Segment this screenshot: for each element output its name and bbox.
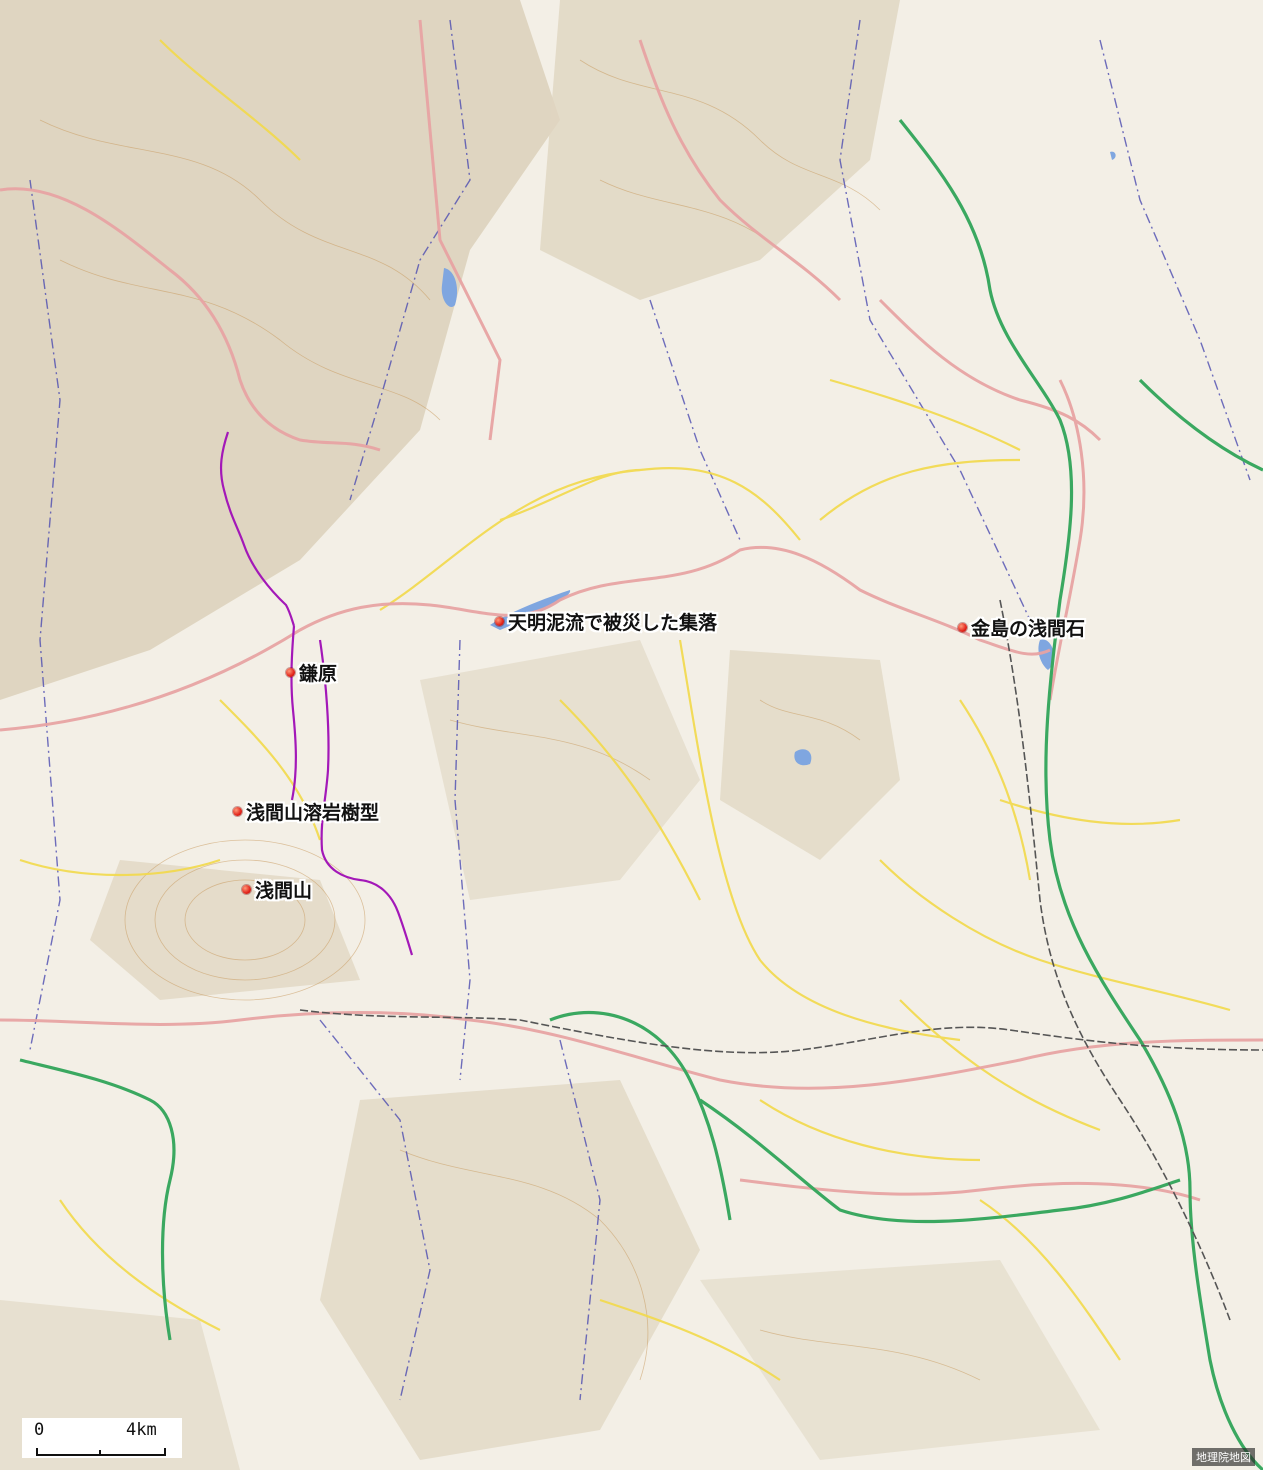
poi-kanbara[interactable]: 鎌原 bbox=[286, 659, 337, 686]
water-bodies bbox=[441, 151, 1116, 766]
poi-kanashima-asama-stone[interactable]: 金島の浅間石 bbox=[958, 614, 1085, 641]
poi-label: 天明泥流で被災した集落 bbox=[508, 612, 718, 634]
railways bbox=[299, 599, 1263, 1321]
poi-label: 金島の浅間石 bbox=[971, 618, 1086, 640]
poi-mount-asama[interactable]: 浅間山 bbox=[242, 876, 312, 903]
scale-zero-label: 0 bbox=[34, 1420, 45, 1440]
boundaries bbox=[29, 19, 1251, 1401]
map-attribution[interactable]: 地理院地図 bbox=[1192, 1448, 1255, 1466]
relief-shading bbox=[0, 0, 1100, 1470]
marker-pin-icon bbox=[233, 807, 242, 816]
poi-tenmei-mudflow-village[interactable]: 天明泥流で被災した集落 bbox=[495, 608, 717, 635]
marker-pin-icon bbox=[958, 623, 967, 632]
contour-lines bbox=[39, 59, 981, 1381]
scale-bar-tick bbox=[99, 1450, 101, 1456]
marker-pin-icon bbox=[242, 885, 251, 894]
scale-bar: 0 4km bbox=[22, 1418, 182, 1458]
marker-pin-icon bbox=[495, 617, 504, 626]
scale-distance-label: 4km bbox=[126, 1420, 157, 1440]
poi-label: 浅間山溶岩樹型 bbox=[246, 802, 380, 824]
local-roads bbox=[19, 39, 1231, 1381]
poi-label: 鎌原 bbox=[299, 663, 338, 685]
poi-label: 浅間山 bbox=[255, 880, 313, 902]
poi-asama-lava-tree-molds[interactable]: 浅間山溶岩樹型 bbox=[233, 798, 379, 825]
marker-pin-icon bbox=[286, 668, 295, 677]
scale-bar-line bbox=[36, 1448, 166, 1456]
route-lines bbox=[219, 431, 414, 956]
expressways bbox=[19, 119, 1263, 1470]
